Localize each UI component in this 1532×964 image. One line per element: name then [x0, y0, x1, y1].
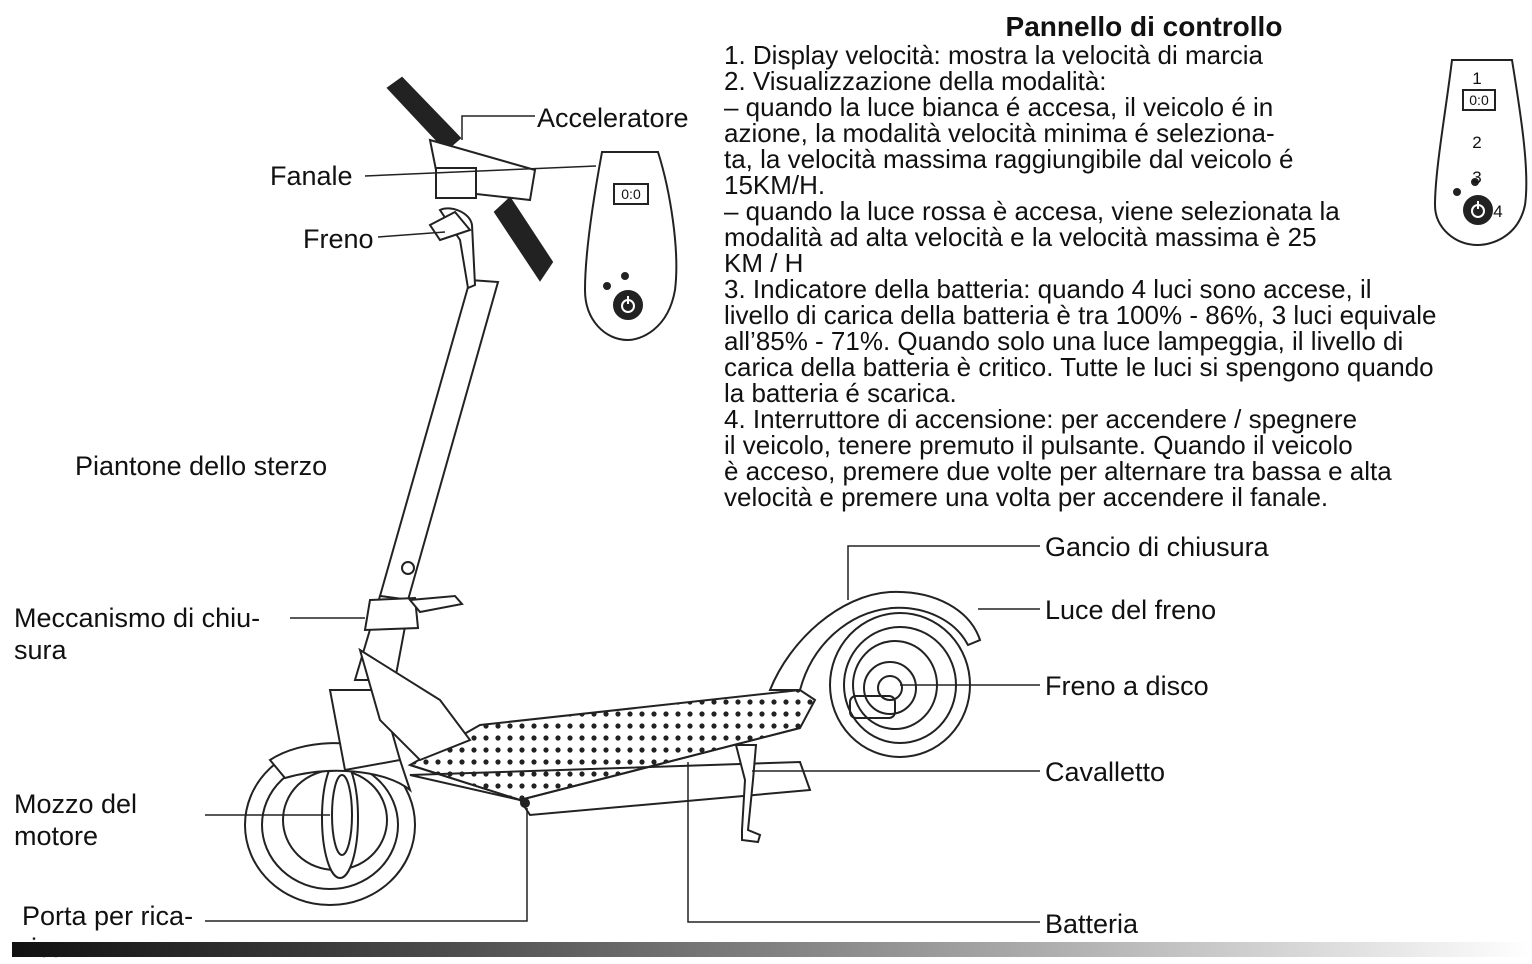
control-panel-small	[583, 151, 678, 342]
panel-line-13: carica della batteria è critico. Tutte l…	[724, 352, 1434, 382]
label-batteria: Batteria	[1045, 909, 1139, 939]
panel-line-3: – quando la luce bianca é accesa, il vei…	[724, 92, 1274, 122]
panel-line-14: la batteria é scarica.	[724, 378, 957, 408]
label-acceleratore: Acceleratore	[537, 103, 689, 133]
panel-line-7: – quando la luce rossa è accesa, viene s…	[724, 196, 1340, 226]
label-luce-freno: Luce del freno	[1045, 595, 1217, 625]
label-freno-disco: Freno a disco	[1045, 671, 1209, 701]
panel-line-2: 2. Visualizzazione della modalità:	[724, 66, 1107, 96]
panel-description: Pannello di controllo 1. Display velocit…	[724, 12, 1524, 512]
leader-batteria	[687, 762, 1040, 923]
label-freno: Freno	[303, 224, 374, 254]
panel-line-5: ta, la velocità massima raggiungibile da…	[724, 144, 1294, 174]
leader-gancio	[847, 545, 1040, 600]
panel-line-10: 3. Indicatore della batteria: quando 4 l…	[724, 274, 1372, 304]
label-gancio: Gancio di chiusura	[1045, 532, 1269, 562]
panel-line-15: 4. Interruttore di accensione: per accen…	[724, 404, 1358, 434]
panel-number-1: 1	[1472, 69, 1481, 88]
small-display-text: 0:0	[621, 186, 641, 202]
panel-line-12: all’85% - 71%. Quando solo una luce lamp…	[724, 326, 1404, 356]
panel-line-8: modalità ad alta velocità e la velocità …	[724, 222, 1317, 252]
panel-number-4: 4	[1493, 202, 1502, 221]
panel-line-18: velocità e premere una volta per accende…	[724, 482, 1329, 512]
leader-freno	[377, 231, 446, 238]
label-cavalletto: Cavalletto	[1045, 757, 1166, 787]
leader-lines	[205, 115, 1040, 923]
panel-line-4: azione, la modalità velocità minima é se…	[724, 118, 1275, 148]
label-fanale: Fanale	[270, 161, 353, 191]
handlebar	[386, 76, 554, 290]
panel-line-9: KM / H	[724, 248, 804, 278]
panel-title: Pannello di controllo	[1005, 11, 1283, 42]
bottom-gradient-bar	[12, 942, 1532, 957]
panel-line-1: 1. Display velocità: mostra la velocità …	[724, 40, 1263, 70]
panel-line-16: il veicolo, tenere premuto il pulsante. …	[724, 430, 1353, 460]
panel-line-17: è acceso, premere due volte per alternar…	[724, 456, 1392, 486]
control-panel-large	[1433, 59, 1528, 247]
leader-fanale	[364, 165, 597, 177]
leader-acceleratore	[461, 115, 535, 140]
label-piantone: Piantone dello sterzo	[75, 451, 328, 481]
panel-number-2: 2	[1472, 133, 1481, 152]
label-mozzo: Mozzo del motore	[14, 789, 138, 851]
panel-line-11: livello di carica della batteria è tra 1…	[724, 300, 1437, 330]
steering-column	[328, 278, 500, 772]
kickstand	[734, 744, 762, 844]
panel-number-3: 3	[1472, 168, 1481, 187]
label-meccanismo: Meccanismo di chiu-sura	[14, 603, 261, 665]
panel-line-6: 15KM/H.	[724, 170, 826, 200]
rear-fender	[768, 590, 982, 691]
leader-porta	[205, 808, 528, 922]
large-display-text: 0:0	[1469, 92, 1489, 108]
deck	[407, 688, 817, 817]
